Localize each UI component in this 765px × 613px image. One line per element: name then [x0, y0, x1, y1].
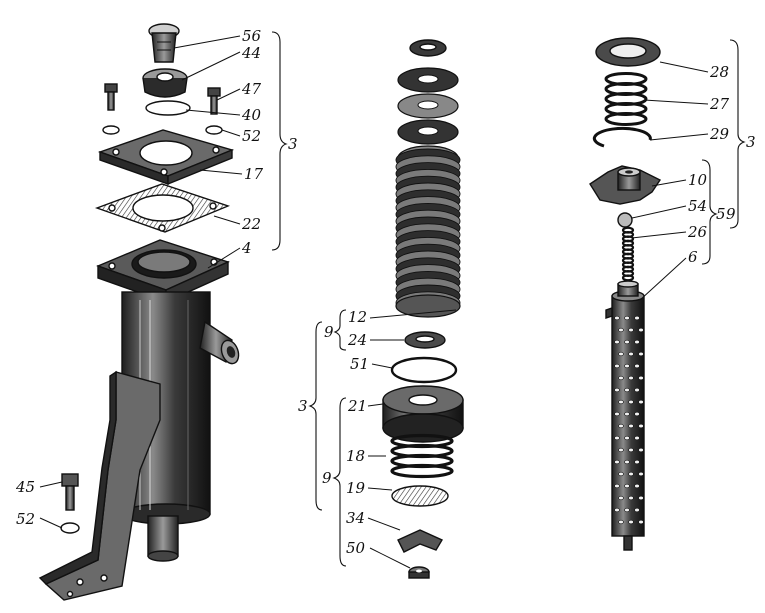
label-24: 24	[347, 331, 367, 349]
mid-top-washer	[409, 39, 447, 57]
part-52-washers	[102, 125, 223, 135]
left-assembly	[38, 23, 240, 601]
part-52-washer-lower	[60, 522, 80, 534]
label-52-lower: 52	[16, 510, 35, 528]
middle-assembly	[382, 39, 464, 579]
part-18-spring	[390, 433, 454, 479]
label-group-3-middle: 3	[298, 397, 308, 415]
part-17-flange	[97, 129, 235, 186]
part-24-washer	[404, 331, 446, 349]
part-44-nut	[142, 68, 188, 98]
part-21-spring-seat	[382, 385, 464, 443]
label-4: 4	[241, 239, 252, 257]
label-52: 52	[242, 127, 261, 145]
label-56: 56	[242, 27, 262, 45]
label-group-5: 5	[716, 205, 726, 223]
right-assembly	[589, 37, 662, 551]
label-27: 27	[709, 95, 730, 113]
label-51: 51	[350, 355, 369, 373]
part-12-filter-stack	[395, 67, 461, 318]
label-40: 40	[241, 106, 262, 124]
label-group-9-lower: 9	[322, 469, 332, 487]
label-18: 18	[346, 447, 365, 465]
leader-lines	[39, 35, 709, 569]
label-6: 6	[688, 248, 698, 266]
label-50: 50	[346, 539, 366, 557]
label-28: 28	[709, 63, 729, 81]
label-26: 26	[687, 223, 708, 241]
part-47-bolts	[104, 83, 221, 115]
part-34-clip	[397, 529, 444, 553]
label-19: 19	[346, 479, 366, 497]
part-28-washer	[595, 37, 661, 67]
part-22-gasket	[94, 183, 231, 233]
part-45-bolt	[61, 473, 79, 511]
part-50-nut	[408, 566, 430, 579]
label-group-9-upper: 9	[324, 323, 334, 341]
part-51-ring	[390, 356, 458, 384]
label-47: 47	[241, 80, 262, 98]
part-54-ball	[617, 212, 633, 228]
part-10-star-nut	[589, 165, 662, 205]
group-braces	[271, 31, 746, 567]
label-10: 10	[688, 171, 708, 189]
label-34: 34	[346, 509, 365, 527]
part-40-washer	[145, 100, 191, 116]
label-group-9-right: 9	[726, 205, 736, 223]
part-26-spring	[621, 226, 635, 282]
label-45: 45	[15, 478, 35, 496]
label-29: 29	[709, 125, 730, 143]
part-29-circlip	[592, 126, 652, 148]
label-44: 44	[241, 44, 261, 62]
label-17: 17	[244, 165, 264, 183]
label-group-3-left: 3	[288, 135, 298, 153]
part-4-housing-flange	[96, 239, 230, 304]
part-6-perforated-tube	[605, 280, 645, 551]
label-12: 12	[348, 308, 367, 326]
mounting-bracket	[38, 370, 161, 601]
label-54: 54	[688, 197, 707, 215]
part-19-disc	[391, 485, 449, 507]
part-labels: 56 44 47 40 52 17 22 4 3 45 52 12 24 9 5…	[15, 27, 756, 557]
part-56-bolt	[148, 23, 180, 63]
label-21: 21	[347, 397, 367, 415]
label-22: 22	[241, 215, 261, 233]
part-27-spring	[604, 72, 648, 126]
label-group-3-right: 3	[746, 133, 756, 151]
